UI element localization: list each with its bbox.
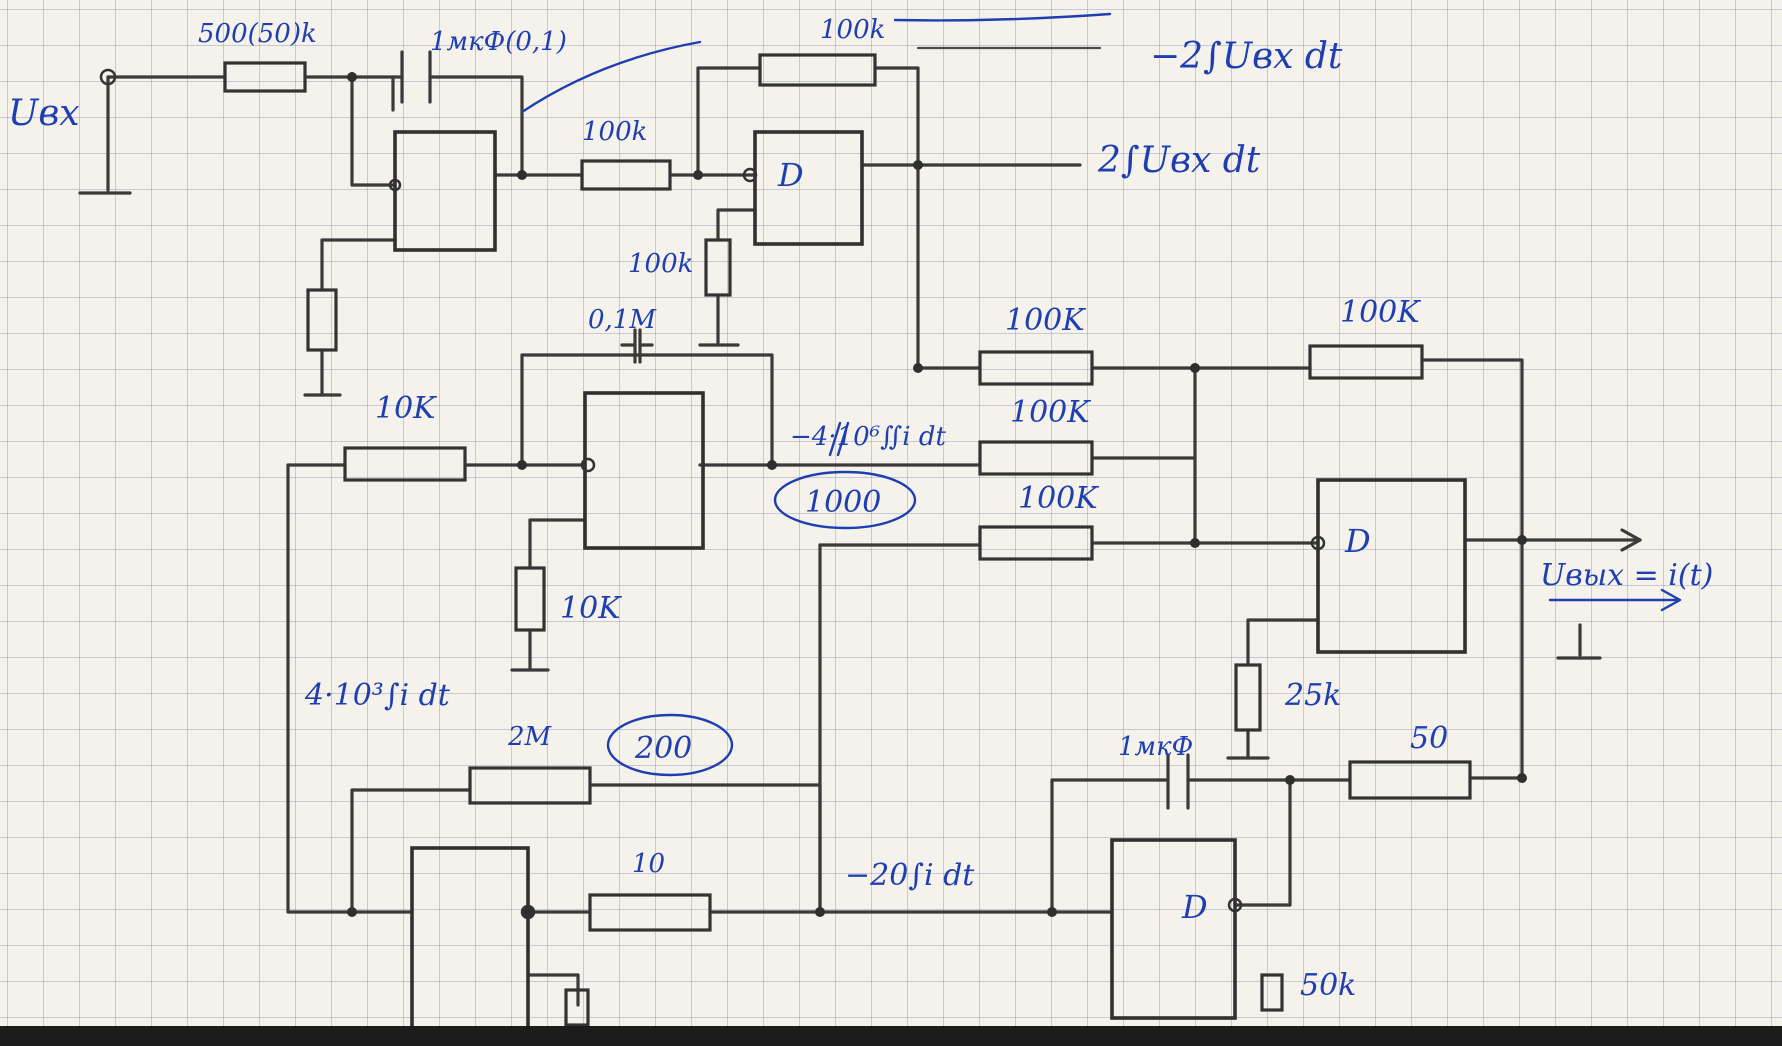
capacitors xyxy=(400,50,1190,810)
label-r-sum-a: 100K xyxy=(1005,303,1086,338)
amp-symbol-int3: D xyxy=(1181,888,1208,926)
capacitor-bottom xyxy=(1166,753,1190,810)
resistor-mid-top xyxy=(580,159,672,191)
resistor-2m xyxy=(468,766,592,805)
input-label: Uвх xyxy=(8,93,80,134)
label-r-int2-in: 10K xyxy=(375,391,437,426)
resistors xyxy=(223,53,1472,1027)
label-out-neg-int: −2∫Uвх dt xyxy=(1150,36,1343,77)
resistor-10 xyxy=(588,893,712,932)
amp-symbol-summer: D xyxy=(1344,522,1371,560)
label-r-bias-top: 100k xyxy=(628,249,693,279)
amp-symbol-inv2: D xyxy=(777,156,804,194)
integrator-3-block xyxy=(1110,838,1237,1020)
resistor-input xyxy=(223,61,307,93)
double-integral-marks xyxy=(828,421,850,457)
label-r-50k: 50k xyxy=(1300,968,1356,1003)
label-r-feedback-top: 100k xyxy=(820,15,885,45)
labels: Uвх 500(50)k 1мкФ(0,1) 100k −2∫Uвх dt 2∫… xyxy=(8,15,1713,1003)
resistor-summer-b xyxy=(978,440,1094,476)
pen-annotations xyxy=(520,12,1682,777)
integrator-1-block xyxy=(393,130,497,252)
resistor-summer-feedback xyxy=(1308,344,1424,380)
label-r-2m: 2M xyxy=(507,722,553,752)
label-single-int: 4·10³∫i dt xyxy=(304,678,451,713)
leader-line-100k xyxy=(893,12,1112,22)
leader-line-cap xyxy=(520,40,702,114)
resistor-feedback-top xyxy=(758,53,877,87)
label-c-top: 1мкФ(0,1) xyxy=(430,27,567,57)
label-c-bot: 1мкФ xyxy=(1118,732,1193,762)
label-gain-1000: 1000 xyxy=(805,485,881,520)
resistor-int2-input xyxy=(343,446,467,482)
label-r-mid-top: 100k xyxy=(582,117,647,147)
resistor-50k xyxy=(1260,973,1284,1012)
resistor-50 xyxy=(1348,760,1472,800)
junction-dots xyxy=(99,68,1527,920)
resistor-bias-amp2 xyxy=(704,238,732,297)
resistor-summer-c xyxy=(978,525,1094,561)
label-gain-200: 200 xyxy=(634,731,692,766)
integrator-2-block xyxy=(583,391,705,550)
label-c-mid: 0,1М xyxy=(588,305,657,335)
inverter-block xyxy=(753,130,864,246)
summing-amplifier-block xyxy=(1316,478,1467,654)
resistor-bottom-left xyxy=(564,988,590,1027)
amplifier-bottom-left-block xyxy=(410,846,530,1030)
capacitor-top xyxy=(400,50,432,104)
label-out-pos-int: 2∫Uвх dt xyxy=(1097,140,1261,181)
label-r-sum-c: 100K xyxy=(1018,481,1099,516)
label-r-10: 10 xyxy=(632,849,665,879)
label-r-25k: 25k xyxy=(1284,678,1341,713)
resistor-summer-a xyxy=(978,350,1094,386)
output-label: Uвых = i(t) xyxy=(1540,558,1713,593)
gain-200-ellipse xyxy=(606,713,734,777)
output-voltage-arrow xyxy=(1548,588,1682,612)
label-neg20-int: −20∫i dt xyxy=(845,858,975,893)
label-r-sum-b: 100K xyxy=(1010,395,1091,430)
capacitor-mid xyxy=(633,328,642,364)
label-r-int2-gnd: 10K xyxy=(560,591,622,626)
resistor-bias-amp1 xyxy=(306,288,338,352)
label-r-50: 50 xyxy=(1410,721,1448,756)
resistor-int2-ground xyxy=(514,566,546,632)
wires xyxy=(78,46,1642,1007)
resistor-25k xyxy=(1234,663,1262,732)
amplifier-blocks xyxy=(393,130,1467,1030)
label-double-int: −4·10⁶∬i dt xyxy=(790,422,946,452)
label-r-sum-fb: 100K xyxy=(1340,295,1421,330)
label-r-input: 500(50)k xyxy=(198,19,317,49)
gain-1000-ellipse xyxy=(773,470,917,530)
